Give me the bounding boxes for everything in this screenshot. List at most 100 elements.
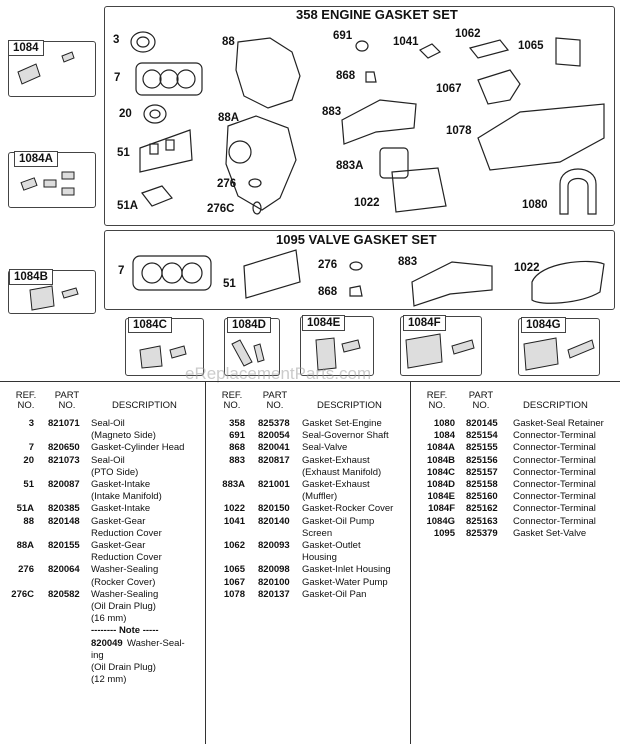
ref-number: 88A (16, 540, 34, 551)
col3-header-description: DESCRIPTION (523, 400, 588, 411)
ref-number: 1084 (433, 430, 455, 442)
ref-number: 276 (18, 564, 34, 576)
part-description: Gasket-Intake (91, 503, 151, 515)
part-description: Gasket-Gear (91, 540, 146, 551)
part-number: 820148 (48, 515, 80, 527)
engine-gasket-set-panel (104, 6, 615, 226)
engine-gasket-set-title: 358 ENGINE GASKET SET (296, 7, 458, 22)
part-number: 825155 (466, 442, 498, 454)
part-description: (Exhaust Manifold) (302, 466, 382, 478)
ref-number: 1067 (223, 576, 245, 588)
note-description: (Oil Drain Plug) (91, 662, 156, 673)
part-description: Gasket-Exhaust (302, 454, 370, 466)
part-number: 825158 (466, 479, 498, 490)
part-number: 820054 (258, 430, 290, 442)
callout-883: 883 (322, 106, 342, 118)
part-description: Reduction Cover (91, 527, 162, 539)
part-number: 820064 (48, 564, 80, 576)
callout-88: 88 (222, 36, 235, 48)
part-description: (Muffler) (302, 491, 338, 503)
col2-header-ref: REF.NO. (221, 390, 243, 411)
callout-51: 51 (117, 147, 130, 159)
part-description: Seal-Valve (302, 442, 348, 454)
part-description: Gasket Set-Engine (302, 418, 382, 429)
part-number: 821001 (258, 479, 290, 490)
ref-number: 3 (28, 418, 34, 429)
callout-1065: 1065 (518, 40, 544, 52)
callout-20: 20 (119, 108, 132, 120)
part-description: Screen (302, 527, 333, 539)
part-number: 820087 (48, 479, 80, 490)
part-number: 821073 (48, 454, 80, 466)
part-description: Seal-Oil (91, 454, 125, 466)
callout-1062: 1062 (455, 28, 481, 40)
part-number: 820155 (48, 540, 80, 551)
part-description: Connector-Terminal (513, 503, 596, 515)
part-description: Connector-Terminal (513, 454, 596, 466)
callout-868: 868 (336, 70, 356, 82)
valve-callout-868: 868 (318, 286, 338, 298)
ref-number: 7 (28, 442, 34, 454)
callout-1022: 1022 (354, 197, 380, 209)
valve-callout-1022: 1022 (514, 262, 540, 274)
part-number: 820385 (48, 503, 80, 515)
part-description: Gasket-Intake (91, 479, 151, 490)
part-description: (Rocker Cover) (91, 576, 156, 588)
ref-number: 1084A (427, 442, 455, 454)
valve-gasket-set-title: 1095 VALVE GASKET SET (276, 232, 437, 247)
part-number: 825157 (466, 466, 498, 478)
ref-number: 883A (222, 479, 245, 490)
table-divider-2 (410, 381, 411, 744)
ref-number: 51 (23, 479, 34, 490)
part-number: 820145 (466, 418, 498, 429)
part-description: Washer-Sealing (91, 564, 159, 576)
part-description: Reduction Cover (91, 552, 162, 564)
ref-number: 358 (229, 418, 245, 429)
callout-1080: 1080 (522, 199, 548, 211)
valve-callout-883: 883 (398, 256, 418, 268)
ref-number: 1084F (428, 503, 455, 515)
part-description: Gasket-Seal Retainer (513, 418, 604, 429)
ref-number: 1084B (427, 454, 455, 466)
ref-number: 51A (16, 503, 34, 515)
col1-header-ref: REF.NO. (15, 390, 37, 411)
part-number: 820582 (48, 588, 80, 600)
ref-number: 1084C (427, 466, 455, 478)
ref-number: 20 (23, 454, 34, 466)
ref-number: 88 (23, 515, 34, 527)
watermark: eReplacementParts.com (185, 364, 372, 383)
connector-1084F-title: 1084F (403, 315, 446, 331)
ref-number: 1095 (433, 527, 455, 539)
part-description: Gasket-Exhaust (302, 479, 370, 490)
part-description: Connector-Terminal (513, 442, 596, 454)
col2-header-description: DESCRIPTION (317, 400, 382, 411)
part-description: Gasket-Cylinder Head (91, 442, 185, 454)
connector-1084C-title: 1084C (128, 317, 172, 333)
callout-3: 3 (113, 34, 120, 46)
ref-number: 1084G (426, 515, 455, 527)
note-description: (12 mm) (91, 674, 127, 686)
part-description: Connector-Terminal (513, 479, 596, 490)
part-description: Connector-Terminal (513, 466, 596, 478)
ref-number: 691 (229, 430, 245, 442)
ref-number: 883 (229, 454, 245, 466)
connector-1084G-title: 1084G (521, 317, 566, 333)
table-top-border (0, 381, 620, 382)
col1-header-description: DESCRIPTION (112, 400, 177, 411)
part-number: 820140 (258, 515, 290, 527)
part-description: Housing (302, 552, 337, 564)
part-description: Connector-Terminal (513, 515, 596, 527)
part-number: 820041 (258, 442, 290, 454)
part-description: (Intake Manifold) (91, 491, 162, 503)
part-number: 825379 (466, 527, 498, 539)
ref-number: 1084E (427, 491, 455, 503)
part-description: Gasket-Water Pump (302, 576, 388, 588)
callout-1067: 1067 (436, 83, 462, 95)
part-number: 820817 (258, 454, 290, 466)
connector-1084B-title: 1084B (9, 269, 53, 285)
